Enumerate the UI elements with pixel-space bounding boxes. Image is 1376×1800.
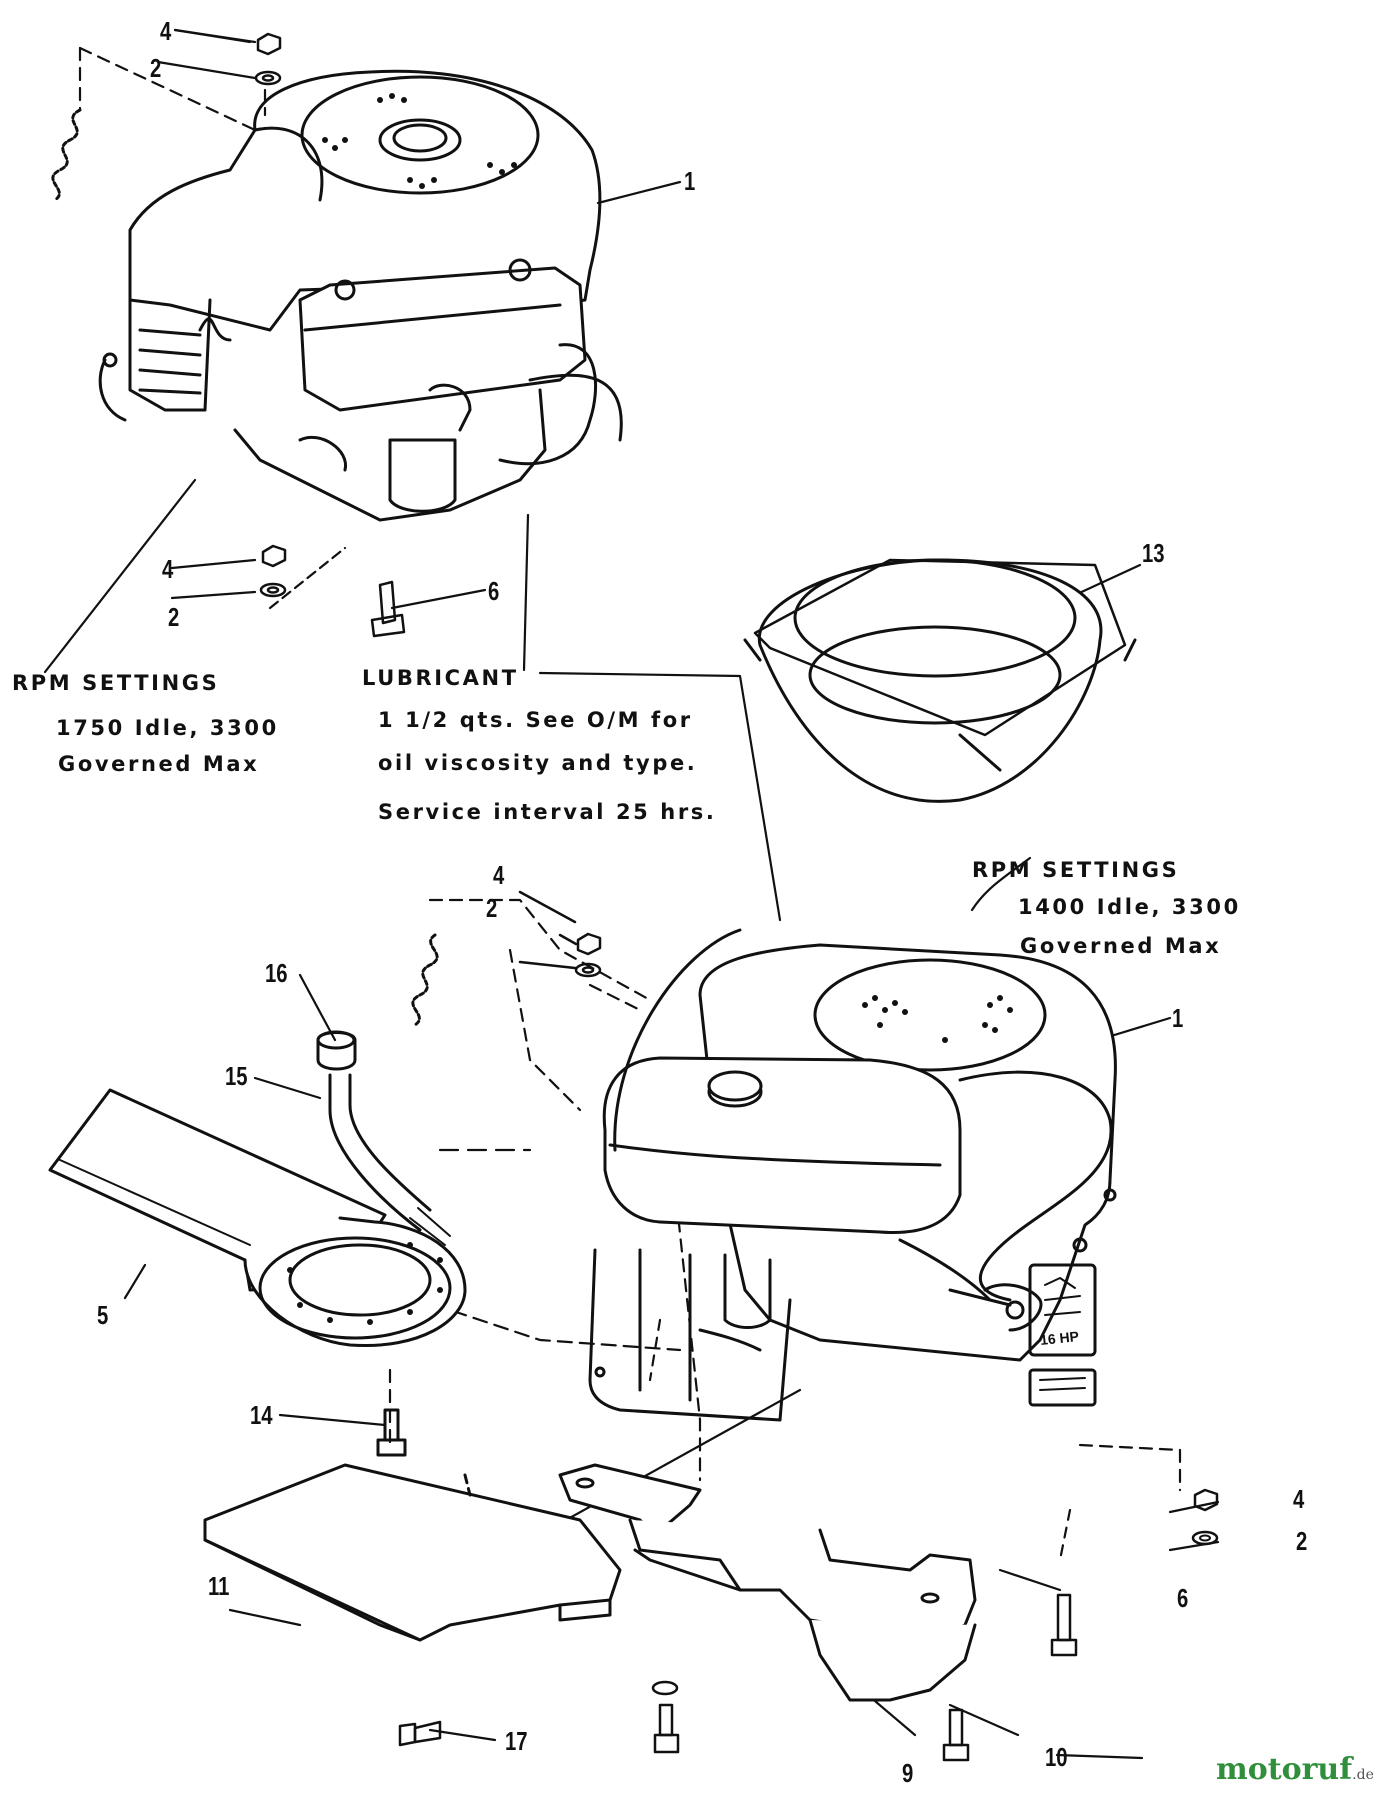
callout-10: 10 — [1045, 1742, 1068, 1772]
watermark-tld: .de — [1352, 1767, 1374, 1783]
callout-6-top: 6 — [488, 576, 500, 606]
engine-bottom — [411, 928, 1117, 1422]
callout-15: 15 — [225, 1061, 248, 1091]
lubricant-line1: 1 1/2 qts. See O/M for — [378, 708, 693, 732]
watermark-name: motoruf — [1216, 1752, 1353, 1787]
callout-2-bottom: 2 — [1296, 1526, 1308, 1556]
callout-1-top: 1 — [684, 166, 696, 196]
rpm-settings-line2-top: Governed Max — [58, 752, 260, 776]
lubricant-line2: oil viscosity and type. — [378, 751, 698, 775]
rpm-settings-line1-bottom: 1400 Idle, 3300 — [1018, 895, 1241, 919]
mounting-plates — [203, 1463, 1219, 1762]
rpm-settings-title-bottom: RPM SETTINGS — [972, 858, 1180, 882]
callout-6-bottom: 6 — [1177, 1583, 1189, 1613]
lubricant-title: LUBRICANT — [362, 666, 519, 690]
callout-4-middle: 4 — [493, 860, 505, 890]
hardware-top — [254, 32, 406, 638]
watermark-logo: motoruf.de — [1216, 1752, 1374, 1787]
lubricant-line3: Service interval 25 hrs. — [378, 800, 717, 824]
leader-lines-top — [43, 28, 1220, 1760]
callout-13: 13 — [1142, 538, 1165, 568]
callout-4-top-lower: 4 — [162, 554, 174, 584]
callout-2-middle: 2 — [486, 893, 498, 923]
callout-11: 11 — [208, 1571, 230, 1601]
callout-9: 9 — [902, 1758, 914, 1788]
callout-16: 16 — [265, 958, 288, 988]
callout-2-top-lower: 2 — [168, 602, 180, 632]
engine-top — [51, 69, 623, 522]
oil-drain-assembly — [48, 1030, 467, 1457]
rpm-settings-line1-top: 1750 Idle, 3300 — [56, 716, 279, 740]
callout-4-top: 4 — [160, 16, 172, 46]
callout-2-top: 2 — [150, 53, 162, 83]
callout-17: 17 — [505, 1726, 528, 1756]
shroud-13 — [743, 558, 1137, 803]
callout-1-bottom: 1 — [1172, 1003, 1184, 1033]
callout-14: 14 — [250, 1400, 273, 1430]
rpm-settings-title-top: RPM SETTINGS — [12, 671, 220, 695]
rpm-settings-line2-bottom: Governed Max — [1020, 934, 1222, 958]
callout-5: 5 — [97, 1300, 109, 1330]
callout-4-bottom: 4 — [1293, 1484, 1305, 1514]
hardware-middle — [518, 890, 602, 978]
